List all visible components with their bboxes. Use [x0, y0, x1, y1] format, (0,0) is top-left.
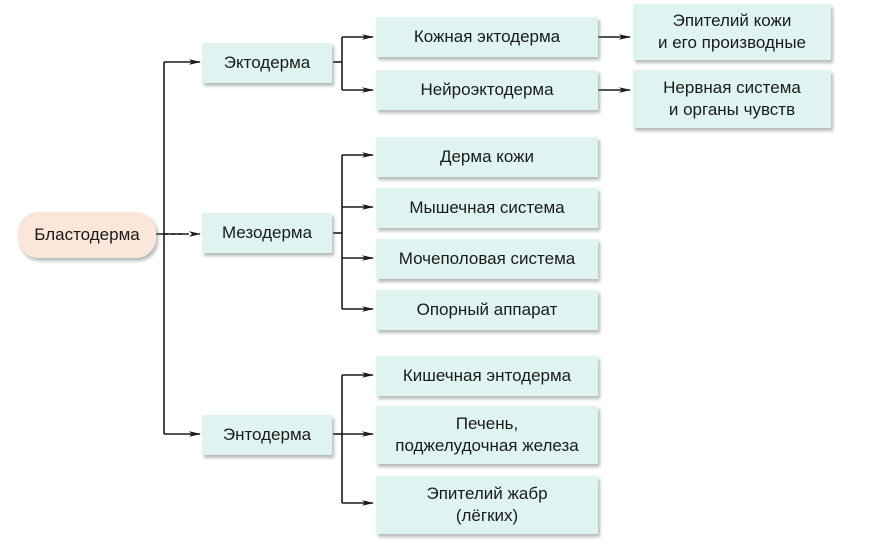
result-label: Эпителий кожи и его производные — [658, 11, 806, 52]
child-node-urogenital-system: Мочеполовая система — [376, 239, 598, 279]
layer-node-mesoderm: Мезодерма — [202, 213, 332, 253]
child-label: Нейроэктодерма — [420, 80, 554, 99]
child-label: Дерма кожи — [439, 147, 535, 166]
layer-node-entoderm: Энтодерма — [202, 415, 332, 455]
child-label: Мочеполовая система — [398, 249, 576, 268]
child-node-skeletal-system: Опорный аппарат — [376, 290, 598, 330]
layer-node-ectoderm: Эктодерма — [202, 43, 332, 83]
layer-label: Мезодерма — [221, 223, 313, 242]
child-label: Кожная эктодерма — [413, 27, 561, 46]
child-node-gill-epithelium: Эпителий жабр (лёгких) — [376, 476, 598, 534]
child-label: Эпителий жабр (лёгких) — [426, 484, 548, 525]
root-node-blastoderm: Бластодерма — [18, 212, 156, 258]
layer-label: Энтодерма — [222, 425, 312, 444]
child-label: Мышечная система — [409, 198, 565, 217]
root-label: Бластодерма — [34, 225, 140, 244]
child-node-skin-ectoderm: Кожная эктодерма — [376, 17, 598, 57]
child-label: Опорный аппарат — [416, 300, 558, 319]
result-node-skin-epithelium: Эпителий кожи и его производные — [633, 4, 831, 60]
child-node-liver-pancreas: Печень, поджелудочная железа — [376, 406, 598, 464]
child-node-derma: Дерма кожи — [376, 137, 598, 177]
child-node-gut-entoderm: Кишечная энтодерма — [376, 356, 598, 396]
child-label: Печень, поджелудочная железа — [395, 414, 579, 455]
child-label: Кишечная энтодерма — [402, 366, 572, 385]
child-node-neuroectoderm: Нейроэктодерма — [376, 70, 598, 110]
child-node-muscular-system: Мышечная система — [376, 188, 598, 228]
result-label: Нервная система и органы чувств — [663, 78, 801, 119]
result-node-nervous-system: Нервная система и органы чувств — [633, 70, 831, 128]
layer-label: Эктодерма — [223, 53, 311, 72]
